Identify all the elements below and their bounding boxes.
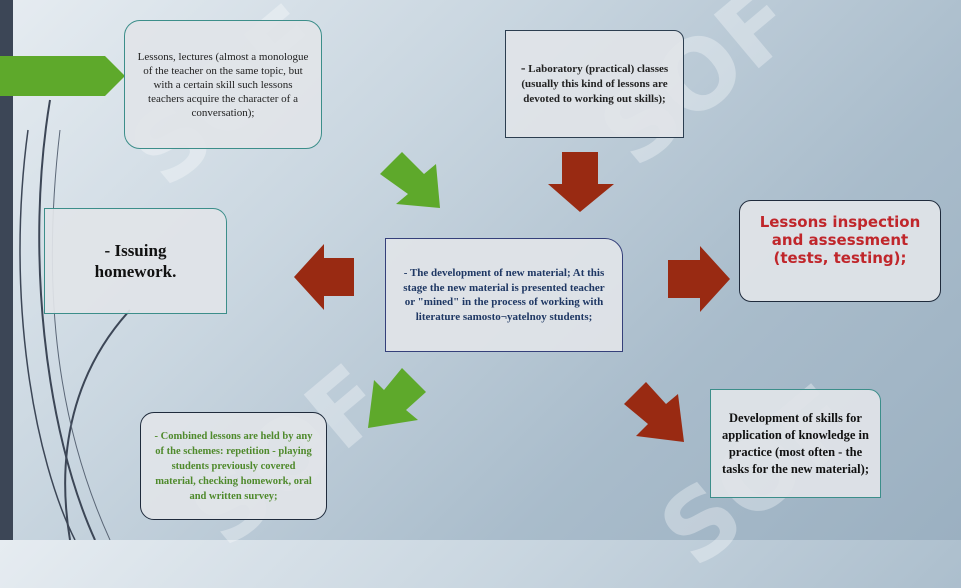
laboratory-text: Laboratory (practical) classes (usually … (521, 63, 669, 105)
combined-box: - Combined lessons are held by any of th… (140, 412, 327, 520)
new-material-text: - The development of new material; At th… (403, 267, 605, 323)
skills-box: Development of skills for application of… (710, 389, 881, 498)
sidebar-strip (0, 0, 13, 540)
homework-text: - Issuing homework. (94, 241, 177, 281)
inspection-box: Lessons inspection and assessment (tests… (739, 200, 941, 302)
arrow-down-right-red-icon (624, 382, 684, 442)
laboratory-box: - Laboratory (practical) classes (usuall… (505, 30, 684, 138)
combined-text: - Combined lessons are held by any of th… (154, 430, 313, 502)
homework-box: - Issuing homework. (44, 208, 227, 314)
arrow-right-green-icon (0, 56, 125, 96)
arrow-left-red-icon (294, 244, 354, 310)
new-material-box: - The development of new material; At th… (385, 238, 623, 352)
skills-text: Development of skills for application of… (722, 410, 869, 476)
arrow-down-left-green-icon (368, 368, 426, 428)
inspection-text: Lessons inspection and assessment (tests… (759, 213, 921, 267)
decorative-curves (19, 99, 131, 540)
lessons-box: Lessons, lectures (almost a monologue of… (124, 20, 322, 149)
arrow-right-red-icon (668, 246, 730, 312)
arrow-down-red-icon (548, 152, 614, 212)
laboratory-dash: - (520, 61, 526, 76)
lessons-text: Lessons, lectures (almost a monologue of… (137, 50, 309, 119)
arrow-down-green-icon (380, 152, 440, 208)
